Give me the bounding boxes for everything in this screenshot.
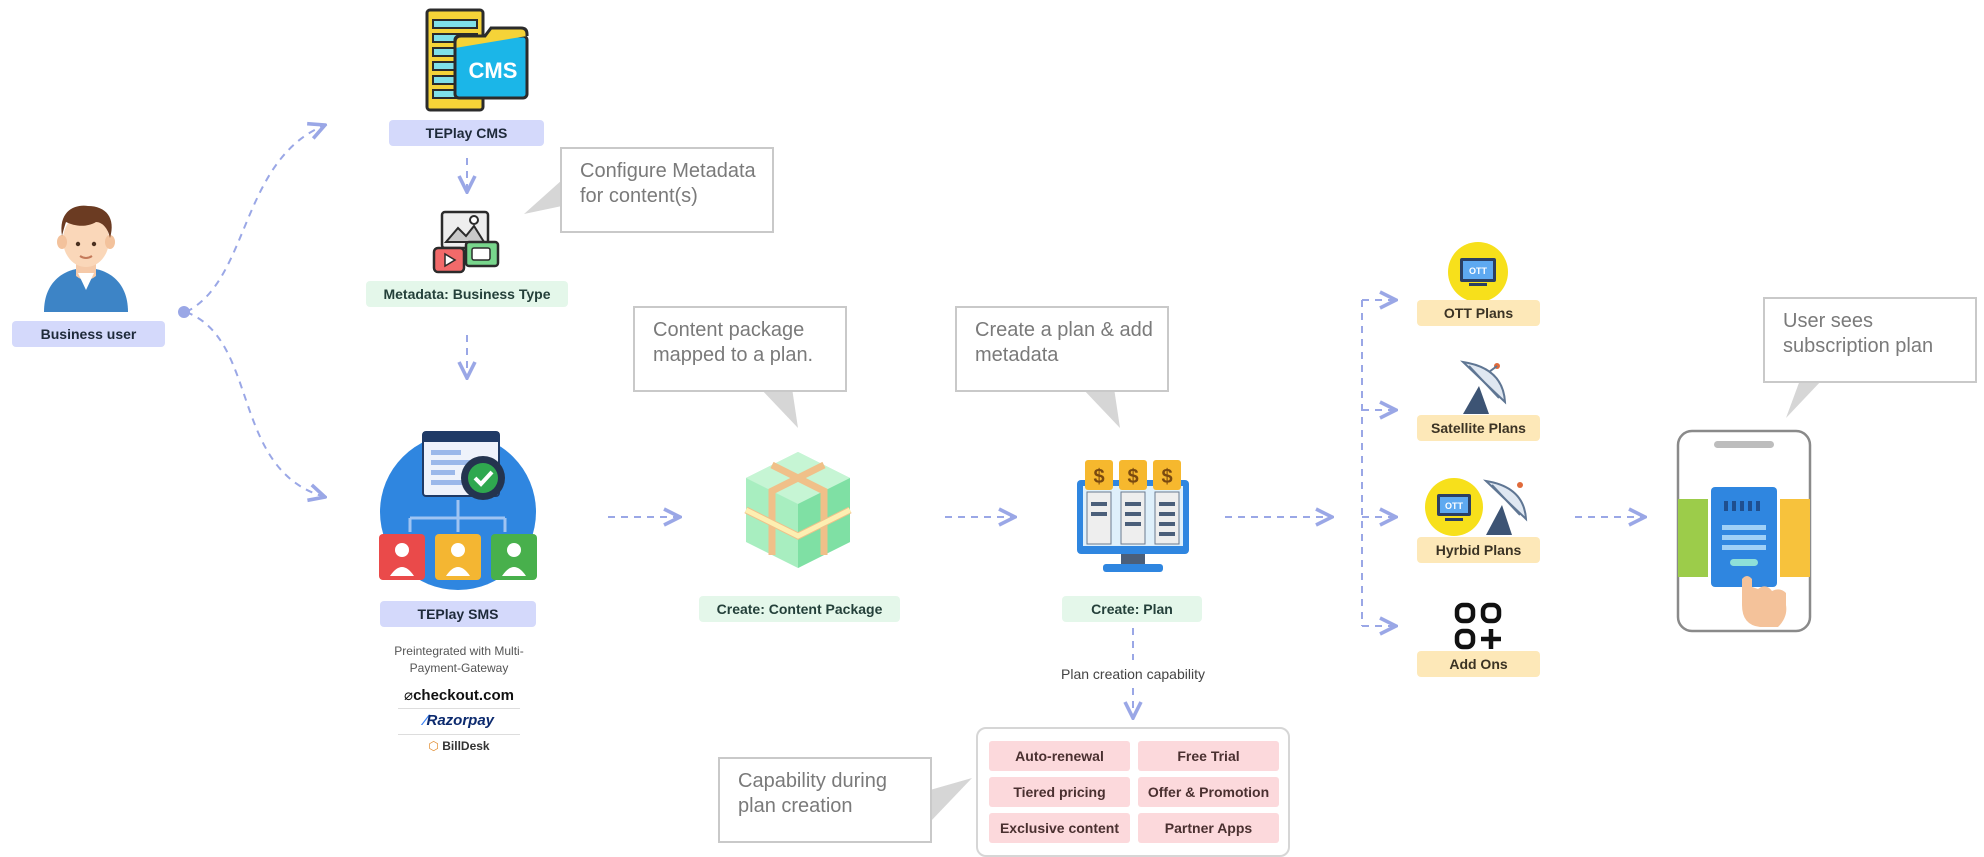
sms-label: TEPlay SMS [380, 601, 536, 627]
capability-exclusive-content: Exclusive content [989, 813, 1130, 843]
gateway-billdesk: ⬡ BillDesk [428, 739, 490, 753]
svg-text:OTT: OTT [1445, 501, 1463, 511]
satellite-plans-label: Satellite Plans [1417, 415, 1540, 441]
billdesk-logo-icon: ⬡ [428, 739, 439, 753]
callout-tail-metadata [524, 180, 562, 214]
svg-text:$: $ [1127, 466, 1138, 488]
package-label: Create: Content Package [699, 596, 900, 622]
cms-icon-text: CMS [469, 58, 518, 83]
callout-tail-capability [930, 778, 972, 822]
checkout-logo-icon: ⌀ [404, 687, 414, 704]
media-metadata-icon [432, 210, 500, 274]
ott-plans-label: OTT Plans [1417, 300, 1540, 326]
sms-network-icon [379, 431, 537, 590]
ott-tv-icon: OTT [1448, 242, 1508, 302]
business-user-label: Business user [12, 321, 165, 347]
person-icon [44, 205, 128, 312]
capability-tiered-pricing: Tiered pricing [989, 777, 1130, 807]
callout-tail-plan [1082, 388, 1120, 428]
capabilities-box [976, 727, 1290, 857]
callout-tail-user [1786, 380, 1822, 418]
svg-text:$: $ [1161, 466, 1172, 488]
gateway-razorpay: ∕Razorpay [398, 712, 520, 735]
svg-text:OTT: OTT [1469, 266, 1487, 276]
plan-callout: Create a plan & add metadata [955, 306, 1169, 392]
package-callout: Content package mapped to a plan. [633, 306, 847, 392]
user-connector-dot [178, 306, 190, 318]
plan-label: Create: Plan [1062, 596, 1202, 622]
metadata-callout: Configure Metadata for content(s) [560, 147, 774, 233]
addons-label: Add Ons [1417, 651, 1540, 677]
svg-text:$: $ [1093, 466, 1104, 488]
callout-tail-package [760, 388, 798, 428]
phone-tap-icon [1676, 429, 1812, 633]
arrow-user-to-sms [185, 311, 325, 497]
arrow-user-to-cms [185, 125, 325, 313]
user-view-callout: User sees subscription plan [1763, 297, 1977, 383]
gateway-checkout: ⌀checkout.com [398, 686, 520, 709]
capabilities-callout: Capability during plan creation [718, 757, 932, 843]
capability-auto-renewal: Auto-renewal [989, 741, 1130, 771]
metadata-label: Metadata: Business Type [366, 281, 568, 307]
capability-free-trial: Free Trial [1138, 741, 1279, 771]
cube-package-icon [744, 452, 852, 568]
capability-offer-promotion: Offer & Promotion [1138, 777, 1279, 807]
cms-server-icon: CMS [425, 8, 529, 112]
plan-capability-label: Plan creation capability [1061, 666, 1205, 682]
hybrid-plan-icon: OTT [1425, 478, 1528, 536]
razorpay-logo-icon: ∕ [423, 712, 427, 729]
satellite-dish-icon [1460, 360, 1507, 414]
capability-partner-apps: Partner Apps [1138, 813, 1279, 843]
hybrid-plans-label: Hyrbid Plans [1417, 537, 1540, 563]
addons-grid-icon [1454, 602, 1502, 650]
plan-monitor-icon: $ $ $ [1077, 460, 1189, 572]
sms-note: Preintegrated with Multi-Payment-Gateway [394, 644, 524, 675]
cms-label: TEPlay CMS [389, 120, 544, 146]
